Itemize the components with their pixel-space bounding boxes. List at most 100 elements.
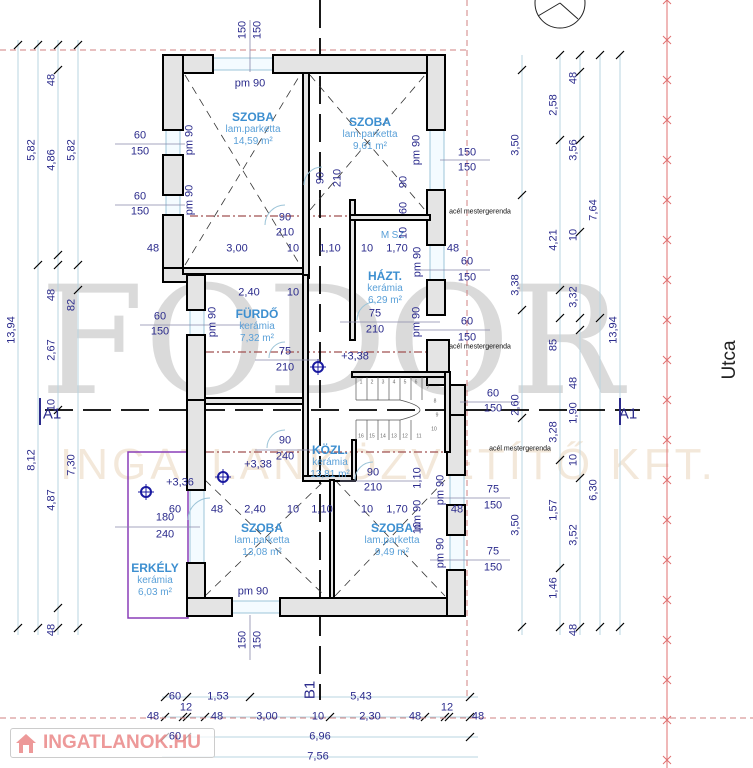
room-floor: lam.parketta (234, 535, 290, 546)
stair-step-number: 10 (431, 426, 437, 433)
dimension-tick (575, 473, 585, 483)
stair-step-number: 12 (402, 433, 408, 440)
dimension-tick (575, 313, 585, 323)
room-diagonal (309, 74, 426, 211)
dimension-bottom: 1,53 (207, 690, 229, 703)
stair-step-number: 16 (358, 433, 364, 440)
opening-label: 1,10 (411, 467, 424, 489)
interior-dimension: 10 (286, 242, 300, 255)
window (449, 474, 465, 506)
dimension-left: 48 (45, 288, 58, 302)
opening-label: 10 (397, 226, 410, 240)
interior-dimension: 10 (286, 286, 300, 299)
opening-label: pm 90 (183, 184, 196, 216)
dimension-tick (575, 227, 585, 237)
watermark-brand: FODOR (40, 255, 624, 429)
room-name[interactable]: SZOBA (232, 110, 274, 124)
dimension-right: 4,21 (547, 229, 560, 251)
wall (182, 267, 304, 275)
dimension-right: 3,56 (567, 139, 580, 161)
opening-label: 90 (278, 434, 292, 447)
room-diagonal (334, 479, 446, 597)
room-floor: lam.parketta (364, 535, 420, 546)
dimension-bottom: 12 (440, 701, 454, 714)
opening-label: 240 (275, 450, 295, 463)
dimension-right: 1,46 (547, 577, 560, 599)
dimension-bottom: 48 (146, 710, 160, 723)
interior-dimension: 48 (210, 503, 224, 516)
interior-dimension: 10 (360, 503, 374, 516)
dimension-tick (575, 135, 585, 145)
dimension-right: 7,64 (587, 199, 600, 221)
window (189, 309, 205, 336)
opening-label: 150 (483, 561, 503, 574)
dimension-left: 82 (65, 298, 78, 312)
dimension-left: 13,94 (5, 316, 18, 344)
wall (302, 274, 309, 481)
boundary-mark (662, 275, 672, 285)
dimension-right: 85 (547, 338, 560, 352)
wall (426, 54, 446, 131)
dimension-tick (420, 712, 430, 722)
dimension-right: 3,50 (509, 134, 522, 156)
beam-note: acél mestergerenda (489, 445, 551, 453)
room-floor: kerámia (239, 321, 275, 332)
door-swing (303, 166, 323, 186)
door-swing (264, 204, 286, 226)
stair-step-number: 7 (426, 384, 430, 391)
boundary-mark (662, 555, 672, 565)
dimension-right: 3,32 (567, 286, 580, 308)
opening-label: 210 (363, 481, 383, 494)
boundary-mark (662, 475, 672, 485)
room-area: 6,03 m² (138, 587, 172, 598)
opening-label: 60 (153, 310, 167, 323)
opening-label: 150 (483, 499, 503, 512)
interior-dimension: 1,10 (311, 503, 333, 516)
dimension-left: 48 (45, 623, 58, 637)
dimension-left: 8,12 (25, 449, 38, 471)
site-logo-text: INGATLANOK.HU (43, 732, 201, 753)
fixture-label: SZ (391, 230, 405, 241)
dimension-bottom: 48 (408, 710, 422, 723)
room-name[interactable]: HÁZT. (368, 269, 402, 283)
opening-label: 150 (236, 20, 249, 40)
opening-label: 60 (460, 255, 474, 268)
room-name[interactable]: SZOBA (241, 521, 283, 535)
wall (329, 479, 335, 599)
interior-dimension: 48 (446, 242, 460, 255)
room-area: 13,81 m² (310, 469, 350, 480)
room-name[interactable]: KÖZL. (312, 443, 348, 457)
dimension-tick (200, 712, 210, 722)
stair-curve (399, 399, 421, 421)
room-name[interactable]: ERKÉLY (131, 561, 179, 575)
north-arrow-icon (534, 0, 586, 29)
opening-label: 210 (275, 361, 295, 374)
fixture-label: M (380, 230, 390, 241)
wall (426, 279, 446, 316)
level-value: +3,38 (341, 350, 369, 363)
dimension-tick (595, 313, 605, 323)
opening-label: 210 (275, 226, 295, 239)
opening-label: 150 (150, 325, 170, 338)
room-name[interactable]: SZOBA (349, 115, 391, 129)
site-logo[interactable]: INGATLANOK.HU (10, 728, 215, 758)
dimension-right: 3,38 (509, 274, 522, 296)
stair-step-number: 9 (435, 412, 439, 419)
dimension-right: 13,94 (607, 316, 620, 344)
dimension-right: 48 (567, 623, 580, 637)
boundary-mark (666, 0, 672, 5)
room-name[interactable]: FÜRDŐ (235, 307, 279, 321)
dimension-right: 2,60 (509, 394, 522, 416)
dimension-tick (517, 190, 527, 200)
dimension-tick (555, 455, 565, 465)
opening-label: 90 (397, 175, 410, 189)
interior-dimension: 1,70 (386, 503, 408, 516)
stair-step-number: 3 (381, 379, 385, 386)
dimension-bottom: 7,56 (307, 750, 329, 763)
dimension-tick (465, 692, 475, 702)
room-name[interactable]: SZOBA (371, 521, 413, 535)
boundary-mark (662, 195, 672, 205)
opening-label: 75 (486, 483, 500, 496)
dimension-bottom: 3,00 (256, 710, 278, 723)
interior-dimension: 1,10 (319, 242, 341, 255)
